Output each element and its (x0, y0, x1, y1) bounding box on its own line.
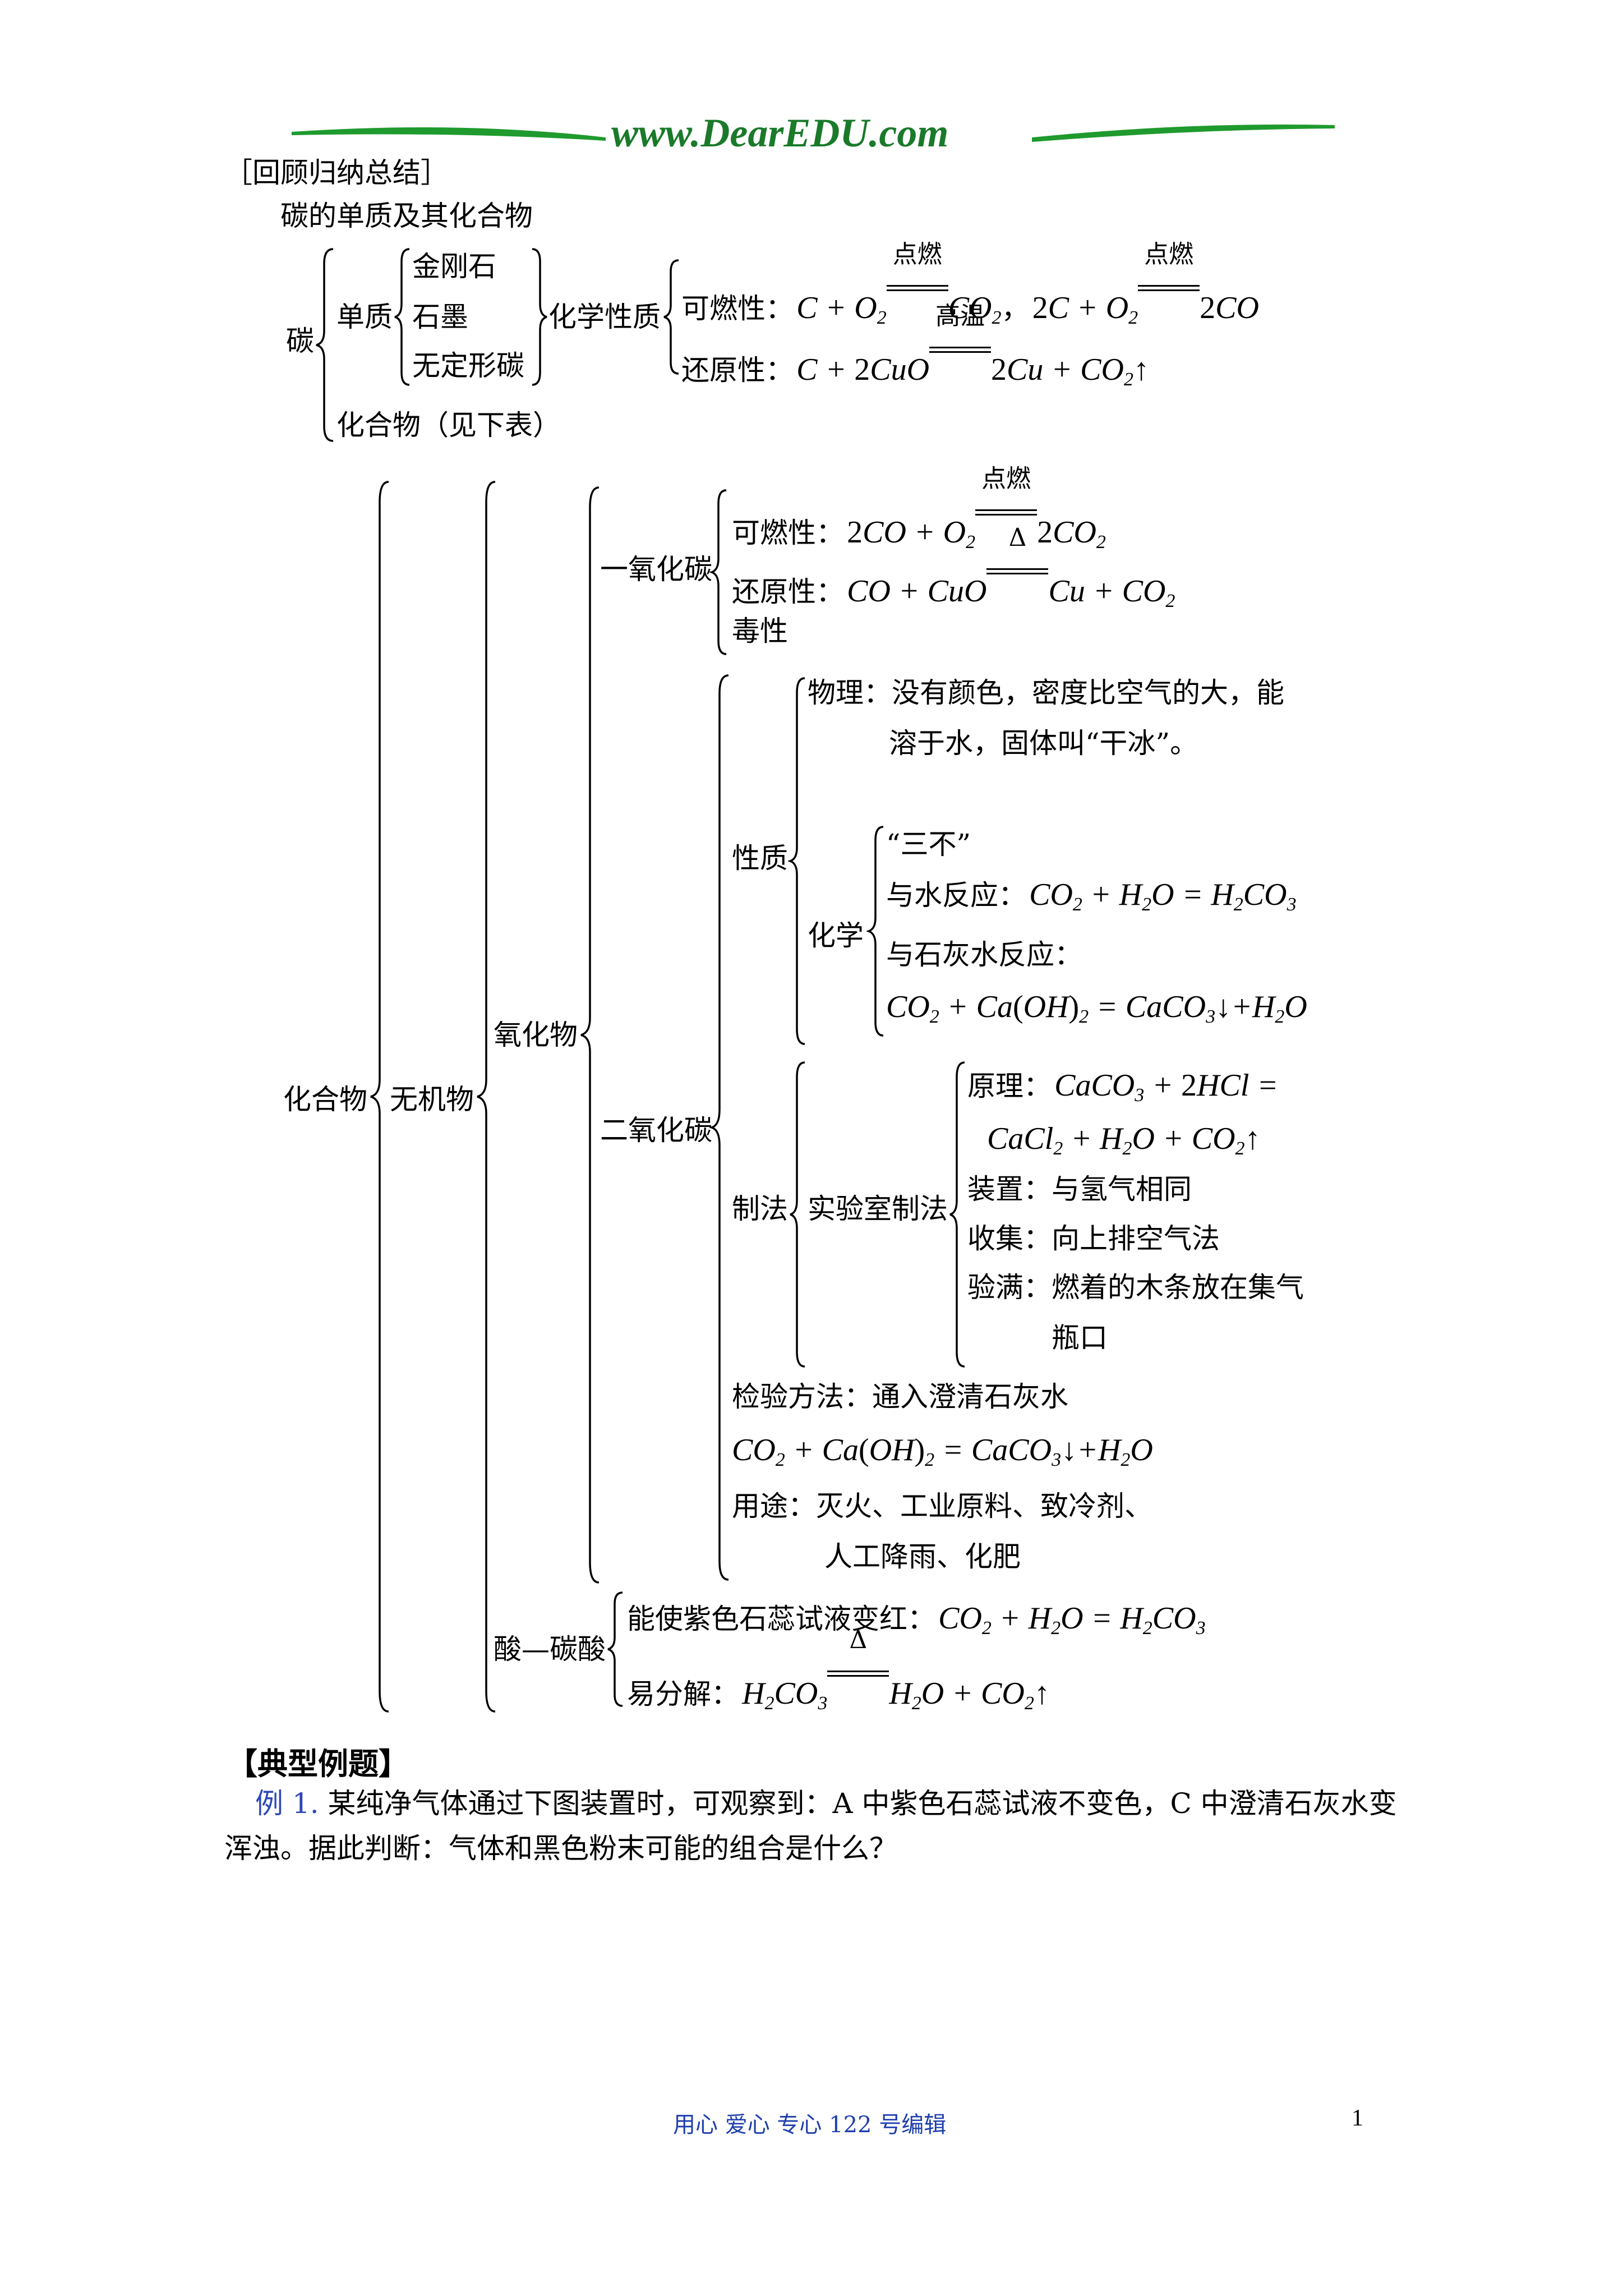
carbon-root-brace (316, 248, 334, 442)
banner-swoosh-icon (292, 124, 1335, 142)
co2-limewater-eq: CO2 + Ca(OH)2 = CaCO3↓+H2O (886, 990, 1307, 1027)
site-banner-text: www.DearEDU.com (611, 111, 949, 155)
co-combustible-label: 可燃性： (732, 517, 844, 549)
co-reducing-label: 还原性： (732, 576, 844, 608)
co2-principle-eq-part2: CaCl2 + H2O + CO2↑ (987, 1121, 1261, 1159)
co2-uses-line2: 人工降雨、化肥 (824, 1540, 1021, 1573)
acid-litmus-label: 能使紫色石蕊试液变红： (627, 1603, 935, 1635)
chem-props-label: 化学性质 (548, 301, 661, 333)
allotrope-amorphous: 无定形碳 (412, 349, 524, 382)
co2-collection: 收集：向上排空气法 (967, 1222, 1220, 1255)
example-1-label: 例 1. (255, 1787, 319, 1820)
co-toxic: 毒性 (732, 615, 788, 647)
carbon-combustible-label: 可燃性： (681, 292, 794, 325)
section-title: ［回顾归纳总结］ (224, 157, 449, 189)
co2-principle-row: 原理： CaCO3 + 2HCl = (967, 1069, 1278, 1112)
acid-litmus-row: 能使紫色石蕊试液变红： CO2 + H2O = H2CO3 (627, 1602, 1206, 1645)
co-label: 一氧化碳 (600, 553, 712, 586)
co2-test-method: 检验方法：通入澄清石灰水 (732, 1381, 1068, 1413)
co2-water-label: 与水反应： (886, 879, 1026, 912)
co2-water-eq: CO2 + H2O = H2CO3 (1029, 877, 1297, 915)
co2-lab-prep-label: 实验室制法 (808, 1193, 948, 1225)
elemental-brace (394, 248, 410, 386)
section-subtitle: 碳的单质及其化合物 (280, 200, 533, 232)
co2-properties-brace (788, 677, 805, 1045)
co2-lab-prep-brace (949, 1061, 965, 1368)
example-1-text-line2: 浑浊。据此判断：气体和黑色粉末可能的组合是什么？ (224, 1832, 897, 1865)
co2-preparation-label: 制法 (732, 1193, 788, 1225)
co2-principle-label: 原理： (967, 1070, 1052, 1102)
chem-props-brace (663, 259, 679, 375)
co2-preparation-brace (790, 1061, 805, 1368)
acid-decompose-label: 易分解： (627, 1678, 739, 1710)
co2-principle-eq-part1: CaCO3 + 2HCl = (1054, 1068, 1279, 1106)
co2-properties-label: 性质 (732, 842, 788, 875)
co2-three-not: “三不” (886, 828, 971, 861)
page-number: 1 (1352, 2105, 1363, 2131)
acid-litmus-eq: CO2 + H2O = H2CO3 (938, 1601, 1206, 1639)
compound-root-label: 化合物 (283, 1083, 367, 1116)
co2-full-check-line1: 验满：燃着的木条放在集气 (967, 1271, 1304, 1304)
co-brace (709, 489, 727, 655)
acid-label: 酸—碳酸 (494, 1633, 606, 1665)
inorganic-label: 无机物 (390, 1083, 474, 1116)
elemental-label: 单质 (336, 301, 393, 333)
acid-brace (607, 1591, 623, 1707)
co2-full-check-line2: 瓶口 (1052, 1322, 1108, 1354)
co2-apparatus: 装置：与氢气相同 (967, 1173, 1192, 1205)
co2-chemical-brace (866, 826, 884, 1037)
co2-brace (709, 674, 729, 1581)
co2-limewater-label: 与石灰水反应： (886, 938, 1082, 971)
examples-title: 【典型例题】 (227, 1746, 409, 1782)
co2-uses-line1: 用途：灭火、工业原料、致冷剂、 (732, 1490, 1152, 1522)
carbon-root-label: 碳 (286, 325, 314, 357)
co2-physical-line1: 物理：没有颜色，密度比空气的大，能 (808, 677, 1284, 709)
footer-text: 用心 爱心 专心 122 号编辑 (673, 2112, 947, 2138)
co2-label: 二氧化碳 (600, 1114, 712, 1147)
allotrope-graphite: 石墨 (412, 301, 468, 333)
oxides-brace (580, 486, 600, 1584)
carbon-reducing-label: 还原性： (681, 354, 794, 386)
oxides-label: 氧化物 (494, 1019, 578, 1051)
compounds-see-table: 化合物（见下表） (336, 409, 561, 441)
allotrope-close-brace (532, 248, 547, 386)
co2-water-row: 与水反应： CO2 + H2O = H2CO3 (886, 878, 1297, 922)
co2-physical-line2: 溶于水，固体叫“干冰”。 (889, 727, 1198, 760)
example-1-text-line1: 某纯净气体通过下图装置时，可观察到：A 中紫色石蕊试液不变色，C 中澄清石灰水变 (328, 1787, 1397, 1820)
allotrope-diamond: 金刚石 (412, 250, 496, 283)
compound-brace (370, 481, 389, 1713)
inorganic-brace (477, 481, 496, 1713)
co2-chemical-label: 化学 (808, 919, 864, 952)
co2-test-eq: CO2 + Ca(OH)2 = CaCO3↓+H2O (732, 1433, 1153, 1470)
example-1-line1: 例 1. 某纯净气体通过下图装置时，可观察到：A 中紫色石蕊试液不变色，C 中澄… (255, 1787, 1397, 1820)
